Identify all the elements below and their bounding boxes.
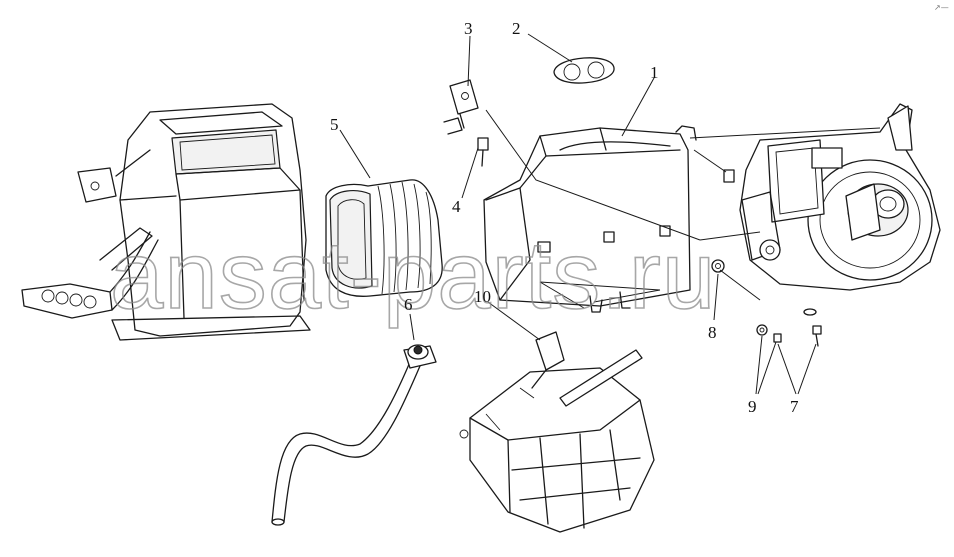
callout-8: 8 (708, 323, 717, 342)
callout-9: 9 (748, 397, 757, 416)
callout-5: 5 (330, 115, 339, 134)
heater-housing (21, 103, 311, 341)
screw-part-7 (803, 308, 822, 347)
callout-7: 7 (790, 397, 799, 416)
blower-motor-assembly (739, 103, 941, 291)
air-duct-bellows (325, 179, 443, 297)
callout-2: 2 (512, 19, 521, 38)
corner-mark: ↗— (934, 3, 949, 12)
washer-nut-part-9 (756, 324, 782, 343)
bracket-part-3 (443, 79, 479, 135)
drain-tube (271, 344, 437, 526)
screw-right-top (723, 169, 735, 183)
callout-6: 6 (404, 295, 413, 314)
callout-1: 1 (650, 63, 659, 82)
nut-part-8 (711, 259, 725, 273)
callout-4: 4 (452, 197, 461, 216)
blower-lower-unit (459, 331, 655, 533)
screw-part-4 (477, 137, 489, 167)
grommet-part-2 (553, 57, 615, 84)
callout-3: 3 (464, 19, 473, 38)
main-air-housing (483, 125, 697, 313)
callout-leaders (339, 33, 817, 395)
assembly-lines (485, 109, 881, 309)
watermark-text: ansat-parts.ru (110, 222, 716, 329)
callout-10: 10 (474, 287, 491, 306)
